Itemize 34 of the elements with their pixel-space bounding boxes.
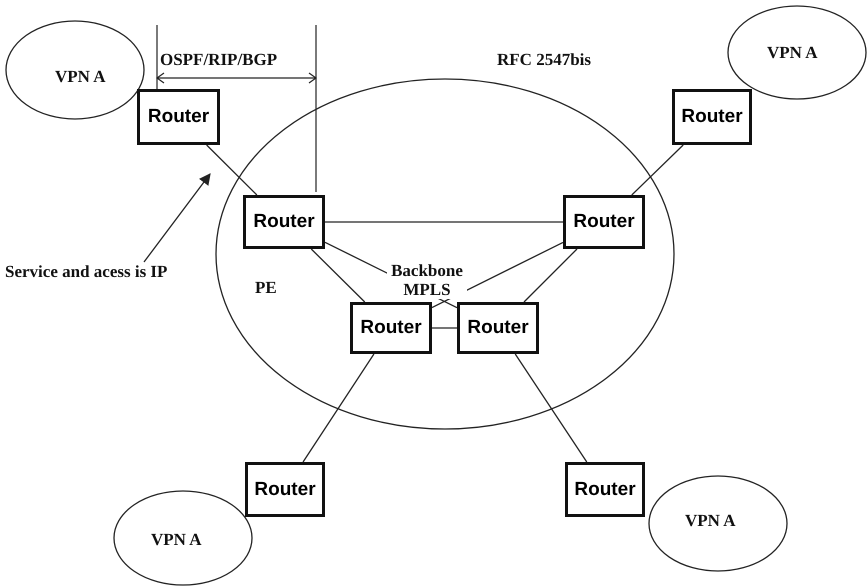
link-line <box>310 248 366 302</box>
link-line <box>514 354 588 462</box>
node-label: Router <box>148 106 210 128</box>
link-line <box>432 242 564 308</box>
node-label: Router <box>254 478 316 500</box>
router-box <box>350 302 432 354</box>
router-box <box>137 89 220 145</box>
node-label: Router <box>360 317 422 339</box>
node-label: VPN A <box>685 511 736 531</box>
router-box <box>245 462 325 517</box>
node-label: VPN A <box>767 43 818 63</box>
link-line <box>432 327 457 329</box>
router-box <box>563 195 645 249</box>
router-box <box>457 302 539 354</box>
node-label: Router <box>253 211 315 233</box>
annotation-text: RFC 2547bis <box>497 50 591 70</box>
link-line <box>206 144 258 196</box>
link-line <box>631 144 684 196</box>
link-line <box>325 221 563 223</box>
node-label: Backbone MPLS <box>387 262 467 300</box>
router-box <box>565 462 645 517</box>
node-label: Router <box>467 317 529 339</box>
router-box <box>672 89 752 145</box>
node-label: Router <box>573 211 635 233</box>
node-label: VPN A <box>55 67 106 87</box>
node-label: PE <box>255 278 277 298</box>
arrow <box>143 173 211 262</box>
node-label: Router <box>574 478 636 500</box>
link-line <box>524 248 578 302</box>
node-label: VPN A <box>151 530 202 550</box>
node-label: Router <box>681 106 743 128</box>
link-line <box>302 354 374 462</box>
router-box <box>243 195 325 249</box>
dimension-label: OSPF/RIP/BGP <box>160 50 278 70</box>
